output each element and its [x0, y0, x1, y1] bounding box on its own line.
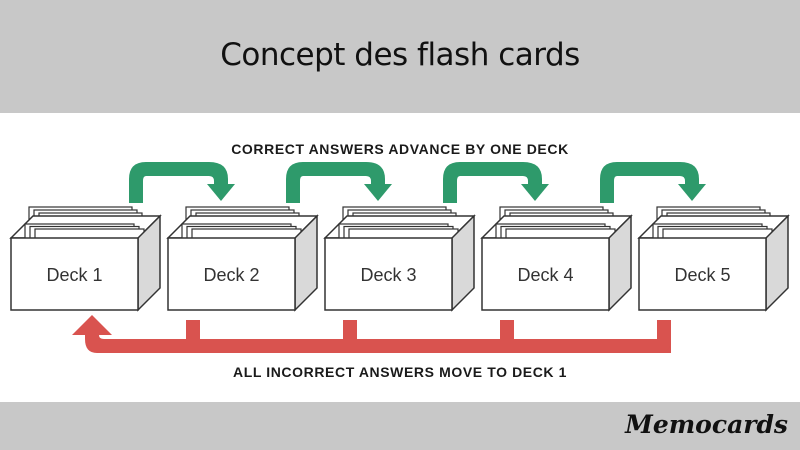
advance-arrow-head [207, 184, 235, 201]
advance-arrow-head [678, 184, 706, 201]
title-band: Concept des flash cards [0, 0, 800, 113]
deck-label: Deck 1 [46, 265, 102, 285]
deck-label: Deck 2 [203, 265, 259, 285]
advance-arrow-head [364, 184, 392, 201]
reset-arrow-head [72, 315, 112, 335]
brand-logo: Memocards [625, 410, 788, 439]
advance-arrow [600, 162, 706, 203]
deck-box: Deck 5 [637, 206, 790, 312]
deck-box-front [167, 237, 296, 311]
deck-box-front [481, 237, 610, 311]
reset-arrow-line [85, 320, 671, 353]
deck-box-front [638, 237, 767, 311]
flashcard-diagram: CORRECT ANSWERS ADVANCE BY ONE DECK Deck… [0, 113, 800, 402]
correct-answers-caption: CORRECT ANSWERS ADVANCE BY ONE DECK [231, 141, 569, 157]
deck-box: Deck 1 [9, 206, 162, 312]
deck-diagram-graphic: Deck 1 Deck 2 Deck 3 Deck 4 Deck 5 [9, 162, 790, 353]
deck-box-front [10, 237, 139, 311]
deck-label: Deck 3 [360, 265, 416, 285]
advance-arrow [443, 162, 549, 203]
advance-arrow [286, 162, 392, 203]
advance-arrow-body [129, 162, 228, 203]
incorrect-reset-arrow [72, 315, 671, 353]
advance-arrow-body [600, 162, 699, 203]
footer-band: Memocards [0, 402, 800, 450]
incorrect-answers-caption: ALL INCORRECT ANSWERS MOVE TO DECK 1 [232, 364, 568, 380]
advance-arrow-body [443, 162, 542, 203]
slide-title: Concept des flash cards [220, 36, 580, 73]
advance-arrow-head [521, 184, 549, 201]
deck-box: Deck 4 [480, 206, 633, 312]
deck-box: Deck 2 [166, 206, 319, 312]
advance-arrow-body [286, 162, 385, 203]
deck-label: Deck 5 [674, 265, 730, 285]
deck-box: Deck 3 [323, 206, 476, 312]
deck-box-front [324, 237, 453, 311]
advance-arrow [129, 162, 235, 203]
deck-label: Deck 4 [517, 265, 573, 285]
